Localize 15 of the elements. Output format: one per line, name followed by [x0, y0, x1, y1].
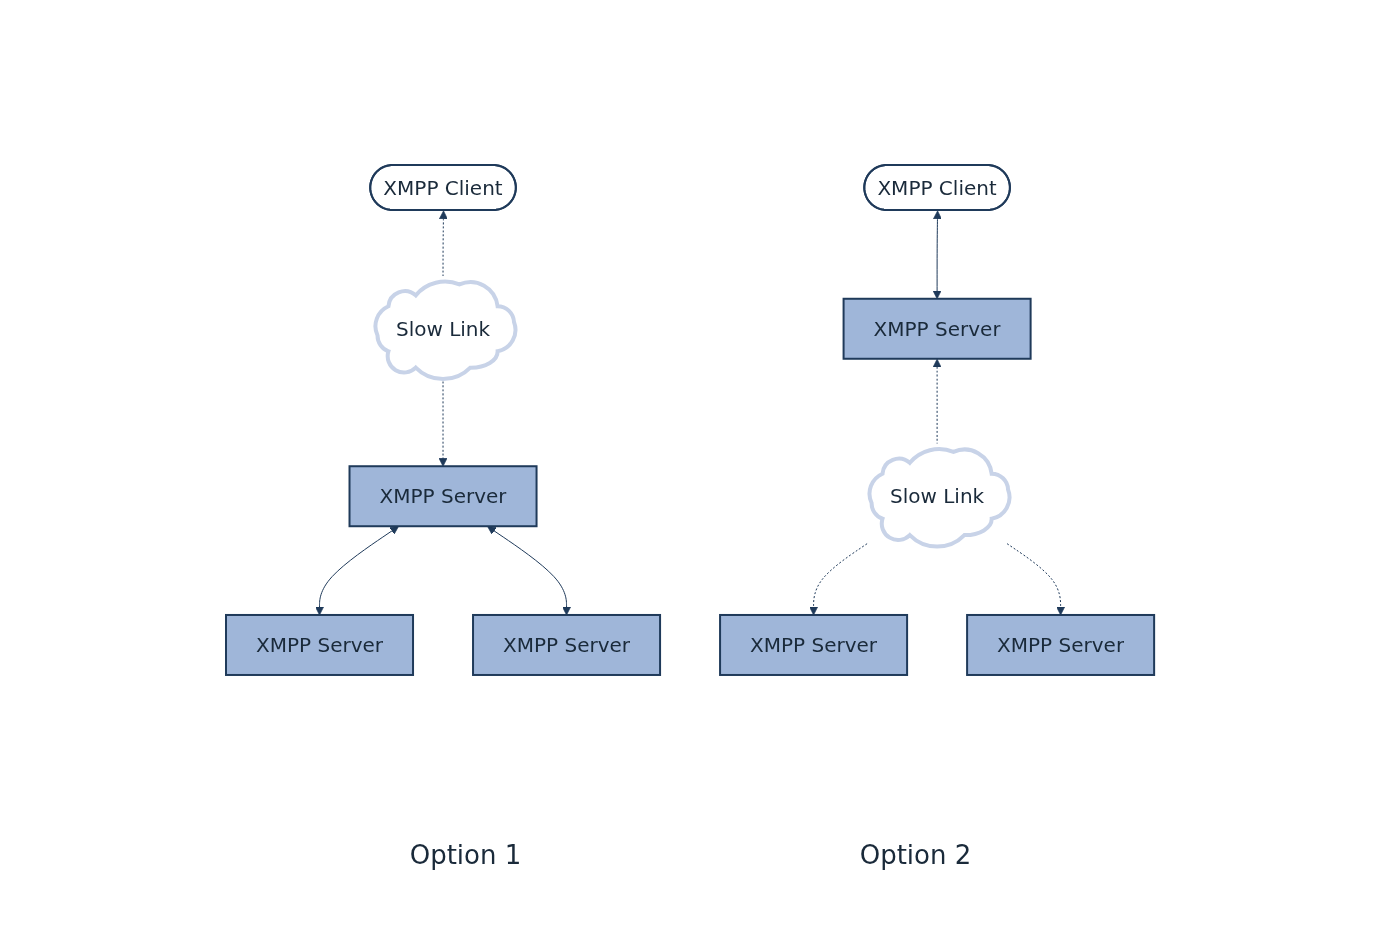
arrow: [315, 526, 400, 616]
node-box: XMPP Server: [225, 613, 415, 676]
arrow: [933, 358, 942, 444]
node-box: XMPP Server: [843, 297, 1033, 360]
arrow: [439, 210, 449, 277]
node-box: XMPP Server: [719, 613, 909, 676]
option-caption: Option 1: [409, 840, 522, 870]
arrow: [487, 526, 572, 616]
node-box: XMPP Server: [966, 613, 1156, 676]
arrow: [1007, 543, 1066, 616]
option-caption: Option 2: [859, 840, 972, 870]
arrow: [933, 210, 943, 300]
arrow: [809, 543, 869, 616]
node-box: XMPP Server: [348, 465, 538, 528]
node-box: XMPP Server: [472, 613, 662, 676]
